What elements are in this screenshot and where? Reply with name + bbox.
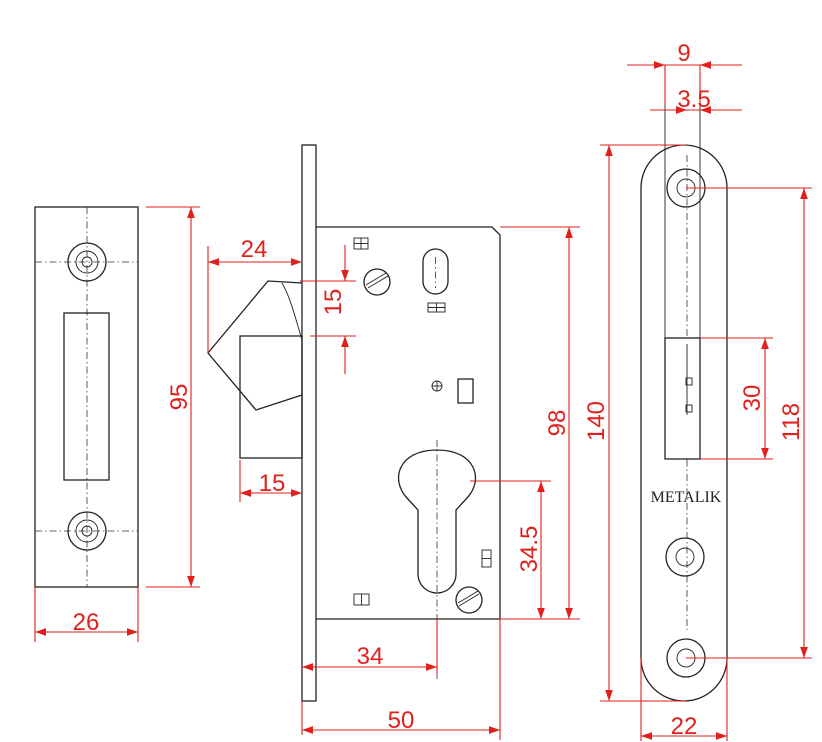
strike-top-screw-hole xyxy=(67,242,107,282)
lock-case-outline xyxy=(316,226,501,620)
dim-label-strike-width: 26 xyxy=(73,609,100,636)
dim-label-faceplate-width: 22 xyxy=(671,713,698,740)
lock-body xyxy=(207,144,501,702)
small-plate-marker-right xyxy=(481,549,492,568)
dim-label-strike-height: 95 xyxy=(166,384,193,411)
slotted-screw-bottom xyxy=(455,586,483,614)
small-plate-marker-top xyxy=(427,302,446,313)
latch-window-tab xyxy=(685,377,693,386)
dim-label-case-depth: 50 xyxy=(388,707,415,734)
dim-label-body-height: 98 xyxy=(544,410,571,437)
dim-label-faceplate-thickness: 9 xyxy=(677,40,690,67)
dimension-lines xyxy=(34,61,812,741)
pivot-point-marker xyxy=(431,380,443,392)
dim-label-latch-offset: 15 xyxy=(320,289,347,316)
faceplate-middle-screw-hole xyxy=(665,537,705,577)
dimension-labels: 26 95 24 15 15 98 34.5 34 50 9 3.5 140 1… xyxy=(73,40,805,740)
dim-label-backset: 34 xyxy=(357,643,384,670)
dim-label-latch-throw: 24 xyxy=(241,236,268,263)
oval-slot xyxy=(422,248,449,295)
strike-latch-opening xyxy=(63,312,110,481)
dim-label-latch-height: 30 xyxy=(739,385,766,412)
latch-window xyxy=(664,337,701,460)
latch-bolt xyxy=(207,280,303,411)
cylinder-cutout xyxy=(397,449,477,594)
strike-plate-outline xyxy=(34,206,139,588)
dim-label-faceplate-height: 140 xyxy=(583,401,610,441)
latch-bolt-curve xyxy=(281,282,303,341)
dim-label-cylinder-offset: 34.5 xyxy=(516,526,543,573)
dim-label-screw-spacing: 118 xyxy=(778,403,805,441)
small-square-marker-bottom xyxy=(353,593,370,606)
dim-label-faceplate-offset: 3.5 xyxy=(677,86,710,113)
strike-plate xyxy=(34,206,139,588)
dim-label-bolt-width: 15 xyxy=(259,470,286,497)
dead-bolt xyxy=(239,335,303,459)
slotted-screw-top xyxy=(363,268,391,296)
forend-plate xyxy=(301,144,317,702)
small-square-marker-top xyxy=(353,237,369,250)
faceplate: METALIK xyxy=(640,105,728,702)
latch-window-tab xyxy=(685,404,693,413)
rectangular-slot xyxy=(457,378,474,404)
strike-bottom-screw-hole xyxy=(67,511,107,551)
brand-logo-text: METALIK xyxy=(651,489,722,506)
